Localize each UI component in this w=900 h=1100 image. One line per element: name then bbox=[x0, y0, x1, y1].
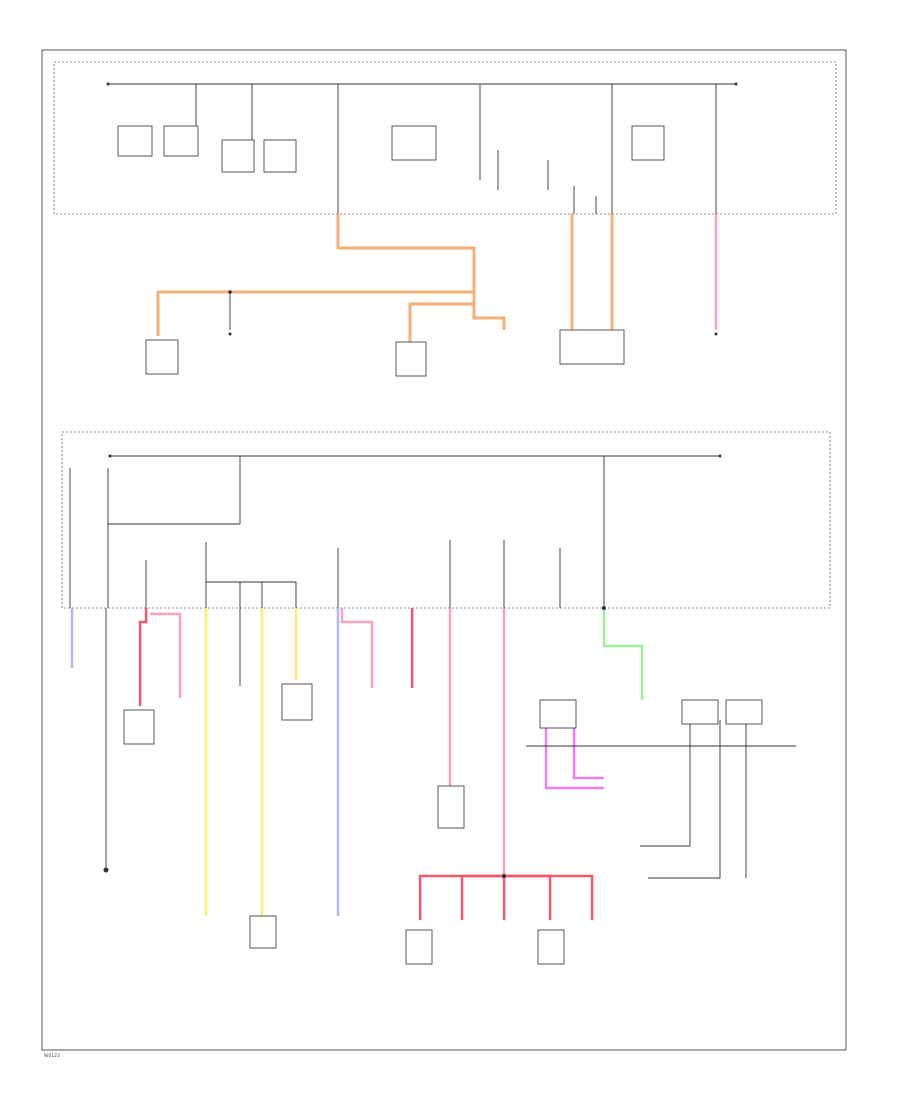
seatbelt-pretensioner bbox=[249, 915, 277, 949]
lr-sensor bbox=[405, 929, 433, 965]
memory-seat-module-lower bbox=[123, 709, 155, 745]
relay-block-2 bbox=[681, 699, 719, 725]
passenger-seat-module bbox=[145, 339, 179, 375]
rr-sensor bbox=[537, 929, 565, 965]
radio-control-module bbox=[437, 785, 465, 829]
lower-wiring-group bbox=[70, 608, 796, 916]
orange-wiring-group bbox=[156, 214, 718, 342]
seat-modules-row bbox=[145, 329, 718, 377]
relay-block-1 bbox=[539, 699, 577, 729]
red-distribution-group bbox=[418, 874, 594, 920]
outer-frame bbox=[41, 49, 847, 1051]
relay-block-3 bbox=[725, 699, 763, 725]
top-fuse-block bbox=[53, 61, 837, 215]
middle-fuse-block bbox=[61, 431, 831, 609]
lower-components bbox=[123, 606, 763, 965]
memory-seat-module bbox=[559, 329, 625, 365]
driver-seat-switch bbox=[281, 683, 313, 721]
page-code-label: W0123 bbox=[44, 1053, 60, 1059]
passenger-lumbar-switch bbox=[395, 341, 427, 377]
